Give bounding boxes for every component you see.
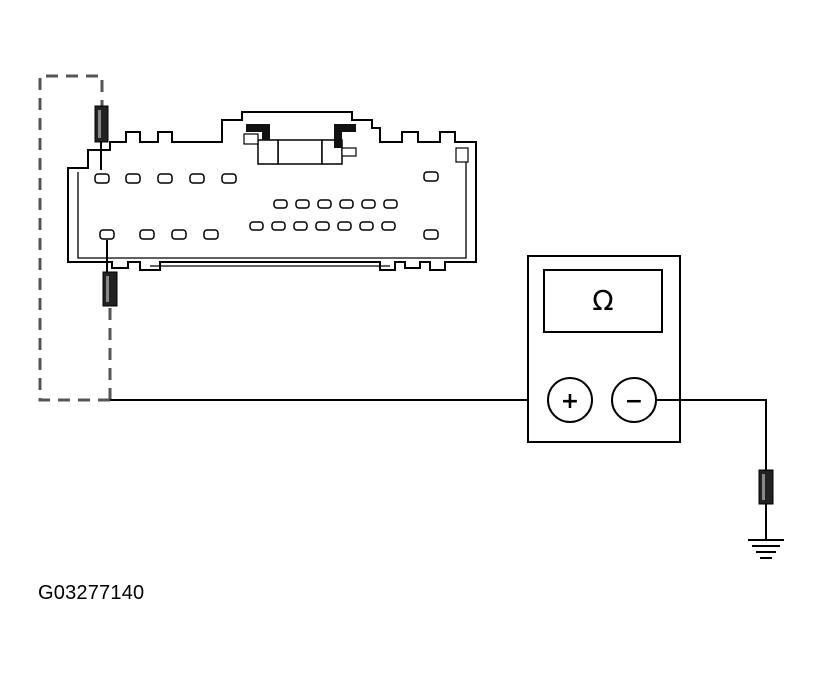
pin-row-bottom [99,221,439,240]
bottom-probe [102,240,118,307]
meter-display [543,269,663,333]
ohm-symbol: Ω [592,284,613,317]
dashed-jumper-wire [38,74,112,402]
ground-probe [758,469,774,540]
top-probe [94,105,109,170]
multimeter: Ω + − [527,255,681,443]
test-lead-negative [656,399,767,470]
positive-symbol: + [561,389,579,414]
figure-id: G03277140 [38,582,145,604]
pin-row-middle [273,199,398,209]
electrical-connector [67,111,477,271]
negative-symbol: − [625,389,643,414]
pin-row-top [94,171,439,184]
ground-icon [748,539,784,559]
positive-jack [547,377,593,423]
